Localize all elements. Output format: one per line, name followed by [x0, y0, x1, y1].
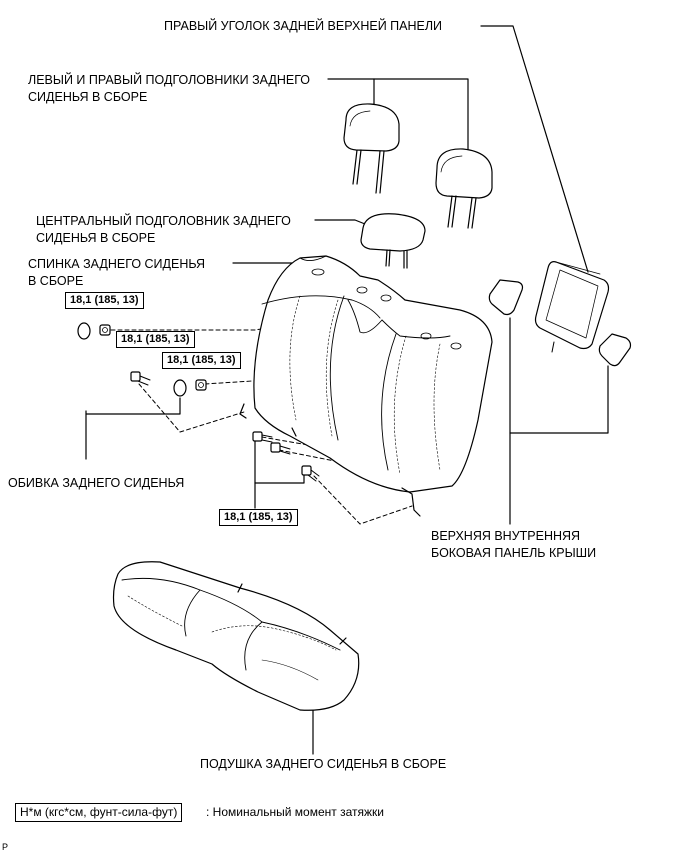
- rear-upper-panel-corner: [534, 261, 610, 353]
- label-roof-panel-line2: БОКОВАЯ ПАНЕЛЬ КРЫШИ: [431, 546, 597, 560]
- label-headrest-center-line1: ЦЕНТРАЛЬНЫЙ ПОДГОЛОВНИК ЗАДНЕГО: [36, 214, 291, 228]
- leader-lines: [85, 25, 609, 755]
- label-roof-panel-line1: ВЕРХНЯЯ ВНУТРЕННЯЯ: [431, 529, 581, 543]
- torque-spec-2: 18,1 (185, 13): [116, 331, 195, 348]
- bolt-lower-3: [301, 465, 320, 482]
- label-headrests-lr-line2: СИДЕНЬЯ В СБОРЕ: [28, 90, 148, 104]
- label-headrests-lr-line1: ЛЕВЫЙ И ПРАВЫЙ ПОДГОЛОВНИКИ ЗАДНЕГО: [28, 73, 311, 87]
- bolt-left: [130, 371, 151, 386]
- seatback-assembly: [239, 255, 493, 517]
- label-cushion: ПОДУШКА ЗАДНЕГО СИДЕНЬЯ В СБОРЕ: [200, 757, 447, 771]
- roof-side-panel-left: [488, 279, 524, 316]
- headrest-left: [343, 103, 400, 194]
- headrest-center: [360, 213, 426, 269]
- corner-mark: P: [2, 842, 9, 852]
- torque-spec-4: 18,1 (185, 13): [219, 509, 298, 526]
- nut-upper: [99, 324, 111, 336]
- label-headrest-center-line2: СИДЕНЬЯ В СБОРЕ: [36, 231, 156, 245]
- seat-trim-clip-right: [173, 379, 187, 397]
- headrest-right: [435, 148, 493, 229]
- roof-side-panel-right: [598, 333, 632, 367]
- torque-spec-3: 18,1 (185, 13): [162, 352, 241, 369]
- label-seatback-line2: В СБОРЕ: [28, 274, 84, 288]
- legend-unit-box: Н*м (кгс*см, фунт-сила-фут): [15, 803, 183, 822]
- legend-description: : Номинальный момент затяжки: [206, 805, 384, 819]
- bolt-lower-1: [252, 431, 273, 443]
- label-seat-trim: ОБИВКА ЗАДНЕГО СИДЕНЬЯ: [8, 476, 185, 490]
- cushion-assembly: [112, 561, 360, 711]
- label-seatback-line1: СПИНКА ЗАДНЕГО СИДЕНЬЯ: [28, 257, 206, 271]
- label-rear-upper-panel-corner: ПРАВЫЙ УГОЛОК ЗАДНЕЙ ВЕРХНЕЙ ПАНЕЛИ: [164, 19, 443, 33]
- seat-trim-clip-left: [77, 322, 91, 340]
- torque-spec-1: 18,1 (185, 13): [65, 292, 144, 309]
- bolt-lower-2: [270, 442, 291, 455]
- nut-middle: [195, 379, 207, 391]
